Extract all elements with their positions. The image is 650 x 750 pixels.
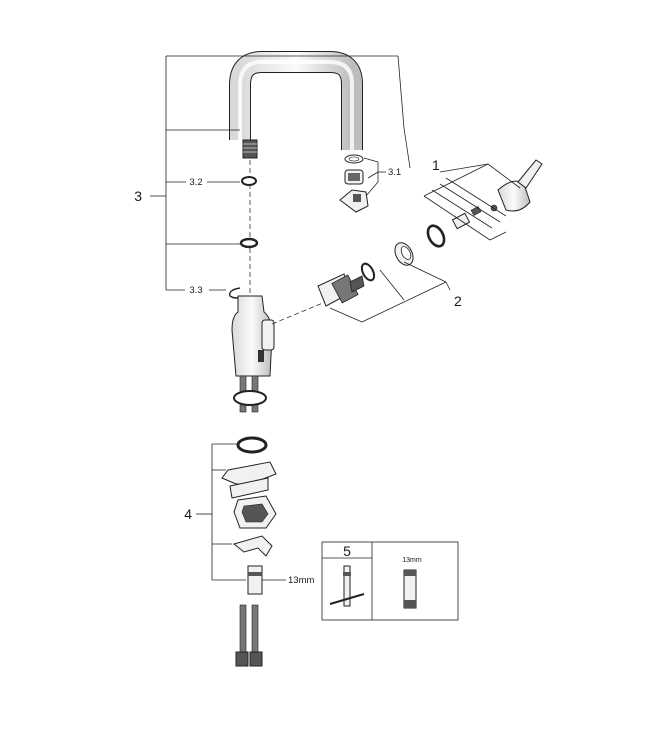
body-base-gasket (233, 390, 267, 406)
mounting-horseshoe (221, 461, 277, 499)
callout-5-size: 13mm (402, 557, 422, 564)
lever-handle (497, 159, 543, 212)
cartridge-nut (394, 242, 414, 266)
socket-tool (403, 569, 417, 609)
aerator-washer (344, 154, 364, 164)
lower-hoses (235, 604, 263, 667)
callout-3-3: 3.3 (189, 285, 202, 296)
callout-1: 1 (432, 157, 440, 173)
mounting-plate (233, 495, 277, 529)
wrench-tool (329, 565, 365, 607)
leader-lines (150, 55, 521, 581)
mounting-washer (236, 436, 268, 454)
callout-2: 2 (454, 293, 462, 309)
cover-ring (426, 224, 446, 248)
cartridge-seal (360, 262, 376, 282)
callout-3-1: 3.1 (388, 167, 401, 178)
o-ring-3-3 (239, 237, 259, 249)
callout-3-2: 3.2 (189, 177, 202, 188)
callout-3: 3 (134, 188, 142, 204)
o-ring-3-2 (241, 176, 257, 186)
spout-thread-end (242, 139, 258, 159)
callout-4-size: 13mm (288, 575, 314, 586)
mounting-clip (232, 535, 273, 557)
callout-5: 5 (343, 543, 351, 559)
aerator-key (339, 189, 369, 213)
mounting-nut (247, 565, 263, 595)
cartridge (317, 273, 365, 307)
spout-tube (229, 51, 363, 150)
callout-4: 4 (184, 506, 192, 522)
faucet-body (231, 295, 331, 377)
aerator (344, 169, 364, 185)
